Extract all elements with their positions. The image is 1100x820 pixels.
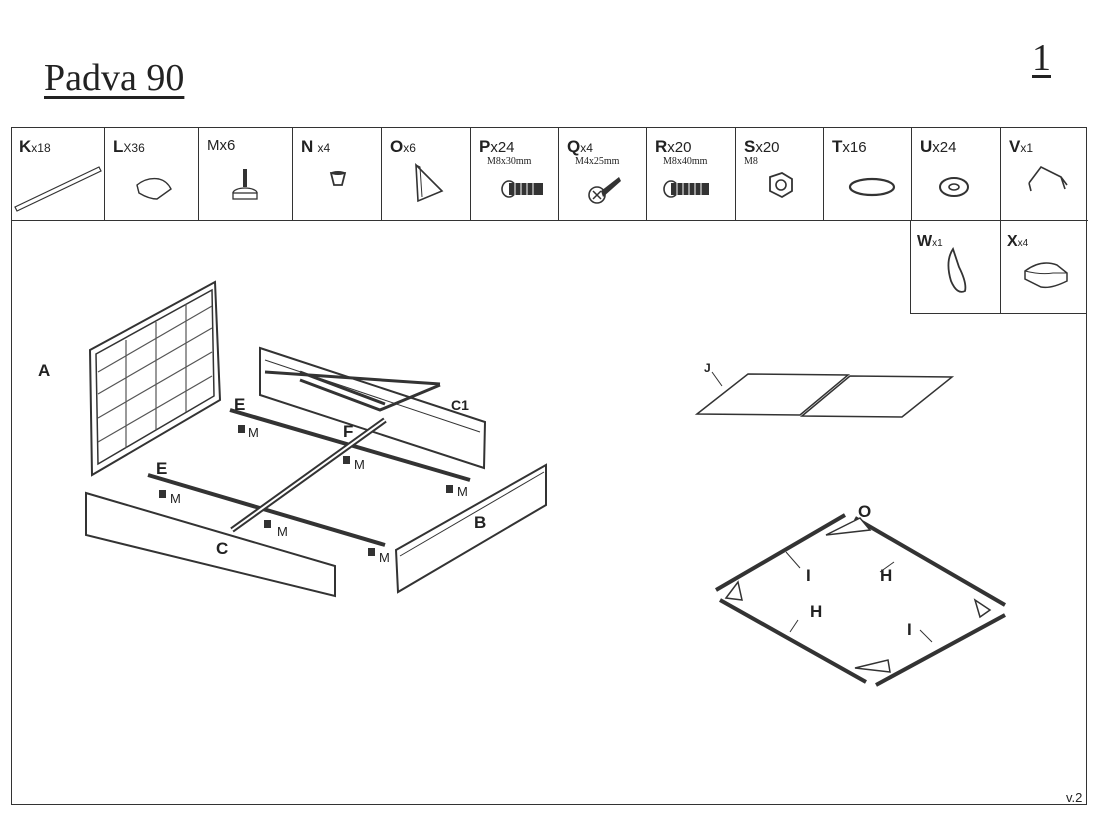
allen-key-icon	[947, 246, 967, 293]
label-i: I	[806, 566, 811, 585]
label-a: A	[38, 361, 50, 380]
bolt-icon	[663, 180, 709, 198]
slat-cap-icon	[136, 177, 172, 200]
label-h: H	[810, 602, 822, 621]
part-qty: x18	[31, 141, 51, 155]
spring-washer-icon	[848, 177, 896, 197]
hook-icon	[1028, 165, 1068, 192]
label-c: C	[216, 539, 228, 558]
part-l: LX36	[105, 127, 199, 221]
part-k: Kx18	[11, 127, 105, 221]
version-label: v.2	[1066, 790, 1083, 805]
label-o: O	[858, 502, 871, 521]
slat-icon	[14, 166, 102, 212]
label-m: M	[277, 524, 288, 539]
rail-c	[85, 491, 336, 598]
nut-icon	[769, 172, 793, 199]
bolt-icon	[501, 180, 543, 198]
part-w: Wx1	[910, 221, 1000, 314]
part-x: Xx4	[1000, 221, 1087, 314]
corner-bracket-icon	[415, 163, 444, 203]
label-m: M	[170, 491, 181, 506]
leg-foot-icon	[232, 169, 258, 200]
part-t: Tx16	[824, 127, 912, 221]
instruction-frame	[11, 127, 1087, 805]
slat-holder-icon	[1024, 262, 1068, 289]
label-m: M	[248, 425, 259, 440]
part-m: Mx6	[199, 127, 293, 221]
frame-assembly	[714, 513, 1007, 687]
rail-c1	[259, 346, 487, 470]
label-h: H	[880, 566, 892, 585]
slat-panels-j	[694, 371, 955, 418]
label-f: F	[343, 422, 353, 441]
label-j: J	[704, 361, 711, 375]
label-e-bottom: E	[156, 459, 167, 478]
label-c1: C1	[451, 397, 469, 413]
label-i: I	[907, 620, 912, 639]
label-e-top: E	[234, 395, 245, 414]
part-n: N x4	[293, 127, 382, 221]
part-q: Qx4 M4x25mm	[559, 127, 647, 221]
document-title: Padva 90	[44, 57, 185, 99]
part-v: Vx1	[1001, 127, 1088, 221]
label-m: M	[354, 457, 365, 472]
parts-list: Kx18 LX36 Mx6 N x4 Ox6 Px24 M8x30mm Qx4 …	[11, 127, 1088, 221]
part-u: Ux24	[912, 127, 1001, 221]
cap-icon	[329, 171, 347, 186]
foot-markers	[159, 425, 453, 556]
part-s: Sx20 M8	[736, 127, 824, 221]
part-r: Rx20 M8x40mm	[647, 127, 736, 221]
label-b: B	[474, 513, 486, 532]
rail-b	[394, 463, 547, 594]
label-m: M	[379, 550, 390, 565]
washer-icon	[939, 177, 969, 197]
part-o: Ox6	[382, 127, 471, 221]
page-number: 1	[1032, 37, 1051, 79]
headboard-panel	[88, 280, 222, 477]
part-p: Px24 M8x30mm	[471, 127, 559, 221]
screw-icon	[588, 177, 621, 204]
label-m: M	[457, 484, 468, 499]
